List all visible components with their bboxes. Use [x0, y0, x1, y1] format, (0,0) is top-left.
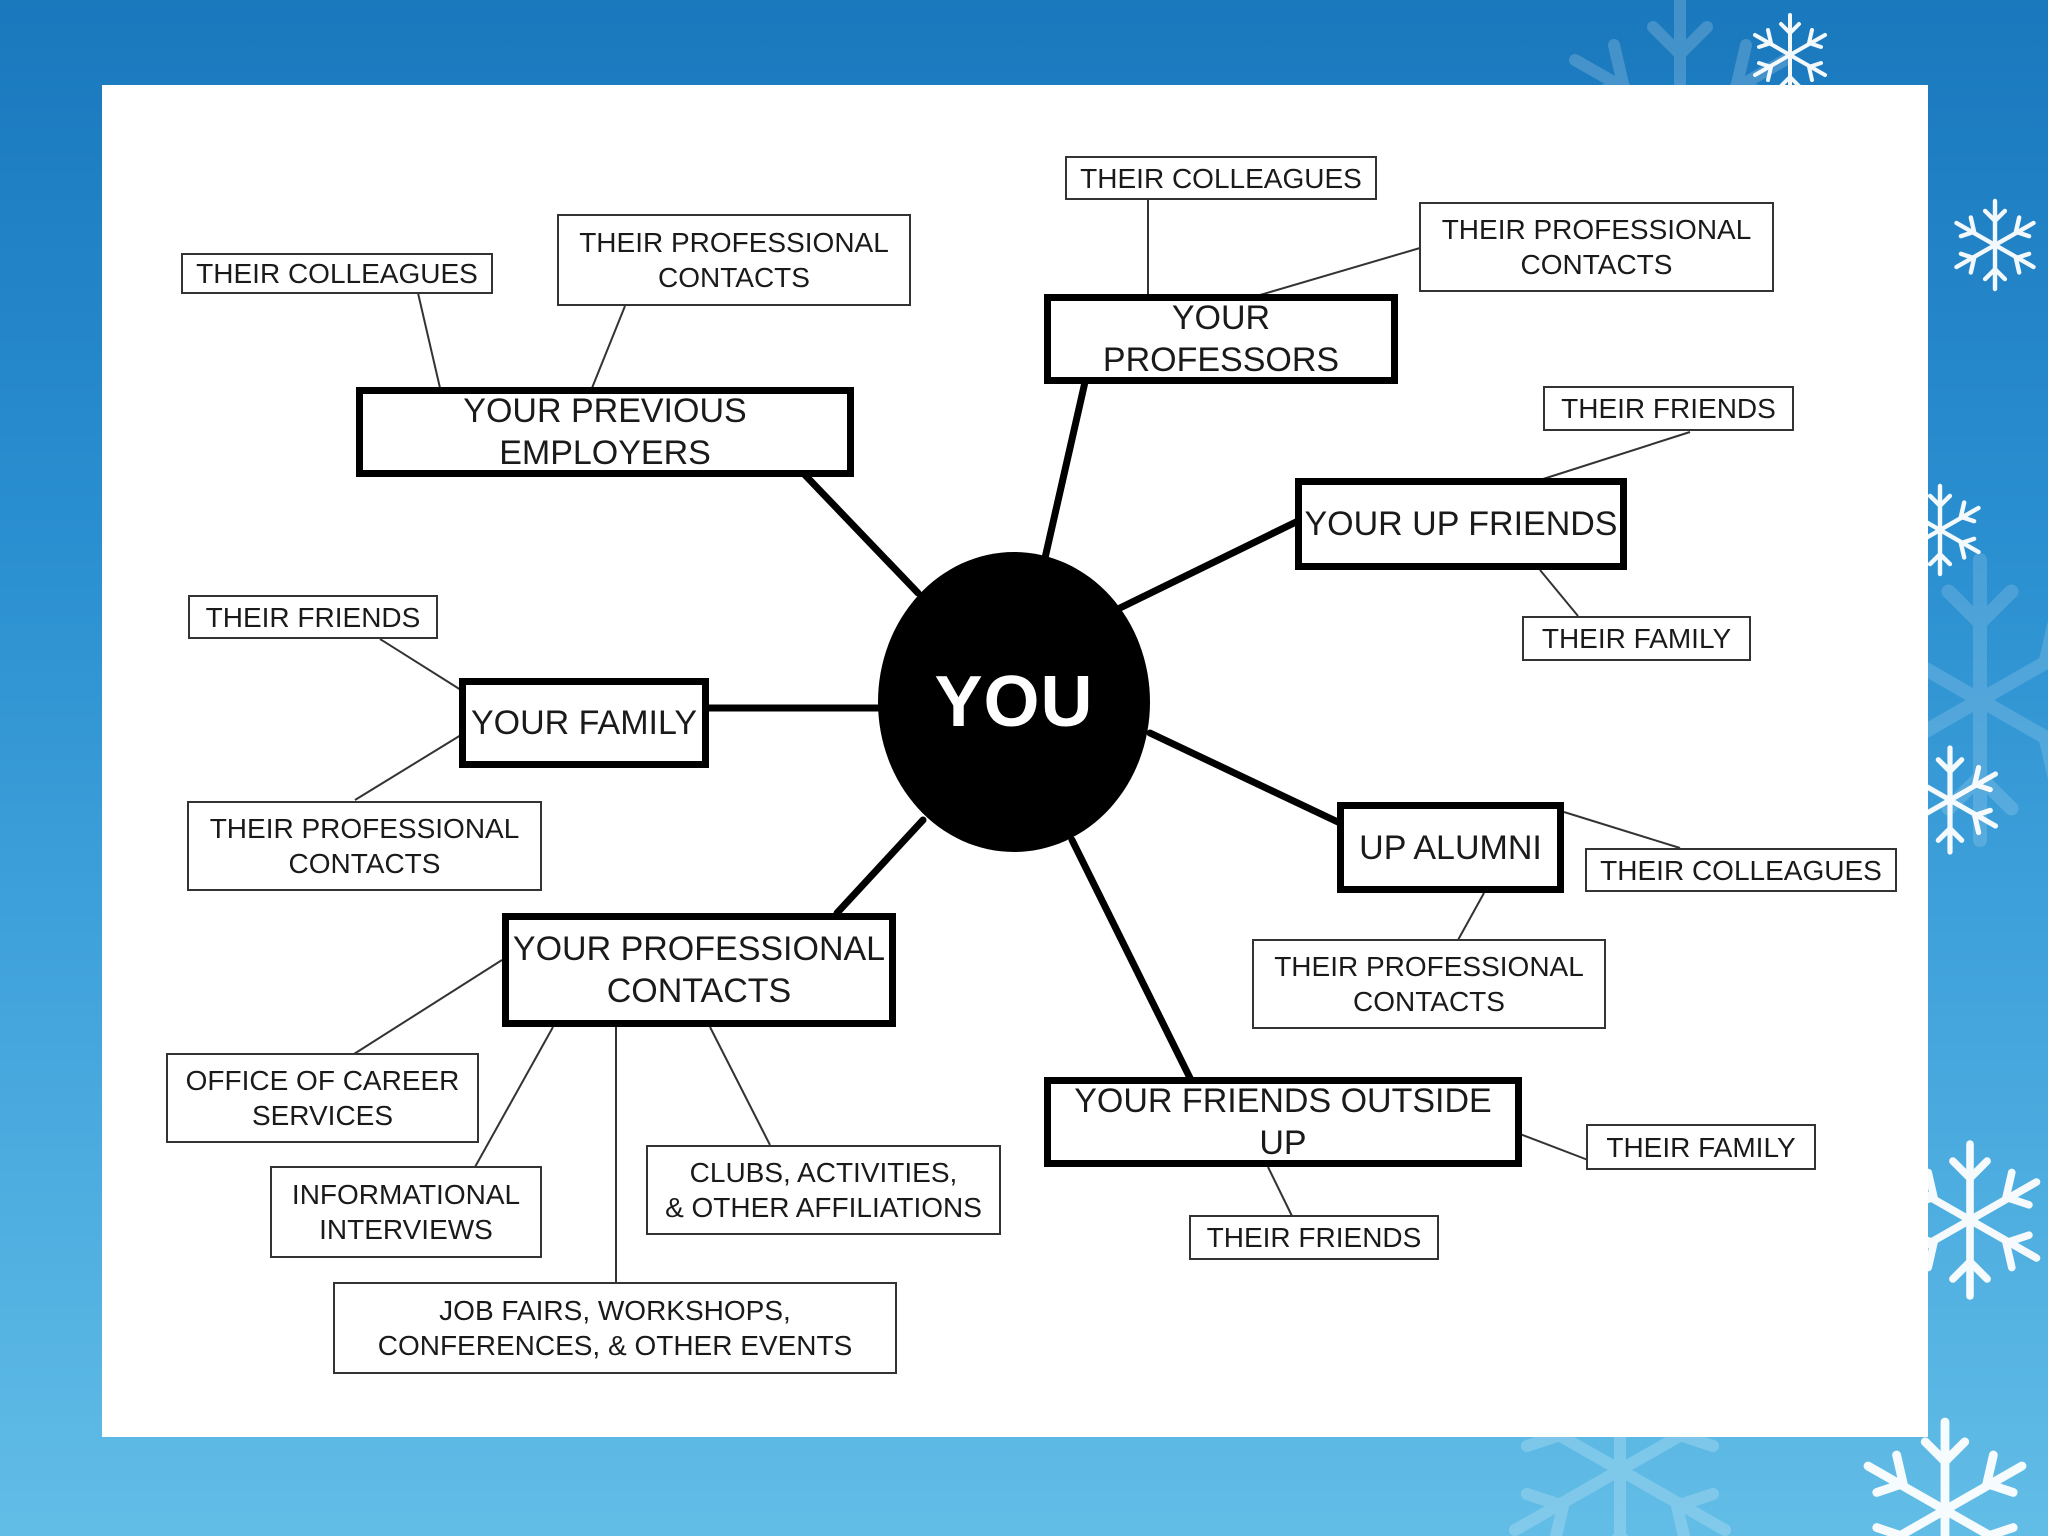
connector-up-friends-family	[1540, 570, 1578, 616]
career-office-node: OFFICE OF CAREER SERVICES	[166, 1053, 479, 1143]
connector-professors-contacts	[1260, 248, 1420, 295]
professional-contacts-node: YOUR PROFESSIONAL CONTACTS	[502, 913, 896, 1027]
family-contacts-node: THEIR PROFESSIONAL CONTACTS	[187, 801, 542, 891]
previous-employers-node: YOUR PREVIOUS EMPLOYERS	[356, 387, 854, 477]
friends-outside-up-node: YOUR FRIENDS OUTSIDE UP	[1044, 1077, 1522, 1167]
connector-friends-outside	[1072, 840, 1190, 1078]
up-alumni-node: UP ALUMNI	[1337, 802, 1564, 893]
connector-outside-friends	[1268, 1167, 1292, 1216]
professors-colleagues-node: THEIR COLLEAGUES	[1065, 156, 1377, 200]
alumni-contacts-node: THEIR PROFESSIONAL CONTACTS	[1252, 939, 1606, 1029]
connector-employers	[805, 475, 918, 593]
connector-career-office	[354, 960, 502, 1054]
connector-alumni-contacts	[1458, 893, 1484, 940]
employers-contacts-node: THEIR PROFESSIONAL CONTACTS	[557, 214, 911, 306]
connector-outside-family	[1520, 1134, 1588, 1160]
connector-up-friends	[1120, 522, 1296, 608]
connector-up-friends-friends	[1540, 432, 1690, 480]
employers-colleagues-node: THEIR COLLEAGUES	[181, 253, 493, 294]
outside-family-node: THEIR FAMILY	[1586, 1124, 1816, 1170]
connector-alumni	[1150, 733, 1340, 823]
outside-friends-node: THEIR FRIENDS	[1189, 1215, 1439, 1260]
connector-informational	[475, 1027, 553, 1167]
up-friends-friends-node: THEIR FRIENDS	[1543, 386, 1794, 431]
up-friends-node: YOUR UP FRIENDS	[1295, 478, 1627, 570]
professors-contacts-node: THEIR PROFESSIONAL CONTACTS	[1419, 202, 1774, 292]
alumni-colleagues-node: THEIR COLLEAGUES	[1585, 848, 1897, 892]
connector-employers-colleagues	[418, 293, 440, 388]
connector-clubs	[710, 1027, 770, 1145]
connector-employers-contacts	[592, 306, 625, 388]
clubs-affiliations-node: CLUBS, ACTIVITIES, & OTHER AFFILIATIONS	[646, 1145, 1001, 1235]
you-node: YOU	[878, 552, 1150, 852]
family-node: YOUR FAMILY	[459, 678, 709, 768]
family-friends-node: THEIR FRIENDS	[188, 595, 438, 639]
professors-node: YOUR PROFESSORS	[1044, 294, 1398, 384]
connector-alumni-colleagues	[1564, 812, 1680, 848]
job-fairs-node: JOB FAIRS, WORKSHOPS, CONFERENCES, & OTH…	[333, 1282, 897, 1374]
up-friends-family-node: THEIR FAMILY	[1522, 616, 1751, 661]
informational-interviews-node: INFORMATIONAL INTERVIEWS	[270, 1166, 542, 1258]
connector-prof-contacts	[837, 820, 923, 913]
connector-family-contacts	[355, 735, 461, 800]
connector-professors	[1045, 382, 1085, 558]
connector-family-friends	[380, 639, 461, 690]
